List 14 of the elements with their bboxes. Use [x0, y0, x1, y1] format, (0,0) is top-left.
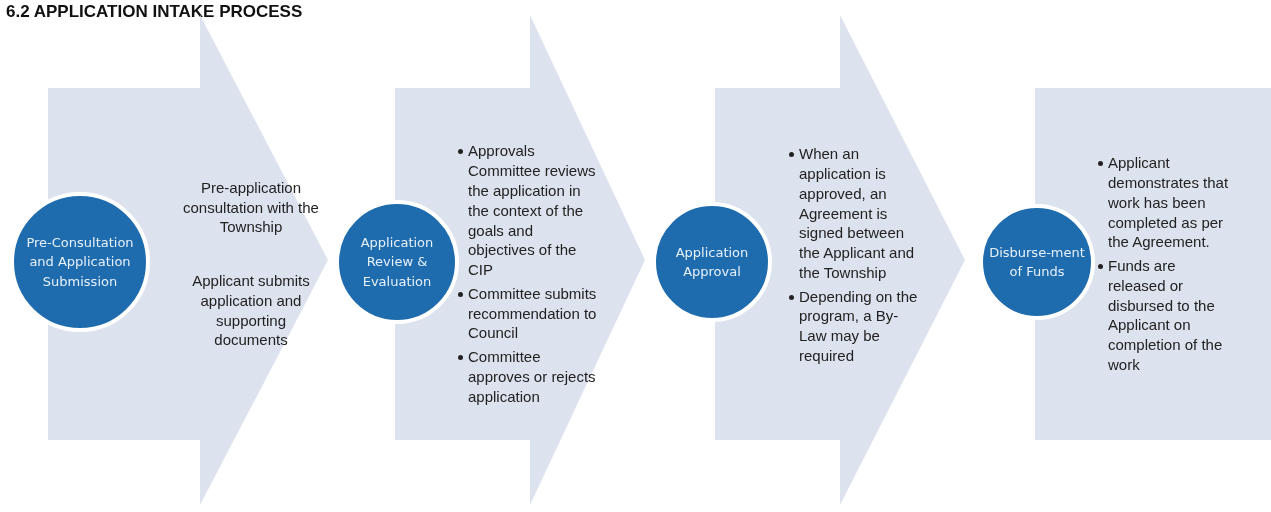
bullet-text: Approvals Committee reviews the application in the context of the goals and objectives of the CIP: [457, 141, 597, 280]
diagram-title: 6.2 APPLICATION INTAKE PROCESS: [6, 2, 303, 22]
step-title: Application Approval: [674, 243, 750, 281]
bullet-text: Funds are released or disbursed to the Applicant on completion of the work: [1097, 256, 1233, 375]
bullet-text: Committee approves or rejects application: [457, 347, 597, 407]
step-text: Pre-application consultation with the Township: [182, 177, 320, 238]
step-title: Application Review & Evaluation: [359, 233, 435, 291]
step-text: Applicant submits application and supporting documents: [191, 271, 311, 351]
step-title: Disburse-ment of Funds: [988, 243, 1086, 281]
bullet-text: Committee submits recommendation to Council: [457, 283, 597, 344]
bullet-text: Depending on the program, a By-Law may be required: [788, 286, 920, 366]
bullet-text: Applicant demonstrates that work has been completed as per the Agreement.: [1097, 153, 1233, 253]
step-title: Pre-Consultation and Application Submission: [25, 233, 135, 291]
bullet-text: When an application is approved, an Agreement is signed between the Applicant and the Township: [788, 144, 920, 283]
